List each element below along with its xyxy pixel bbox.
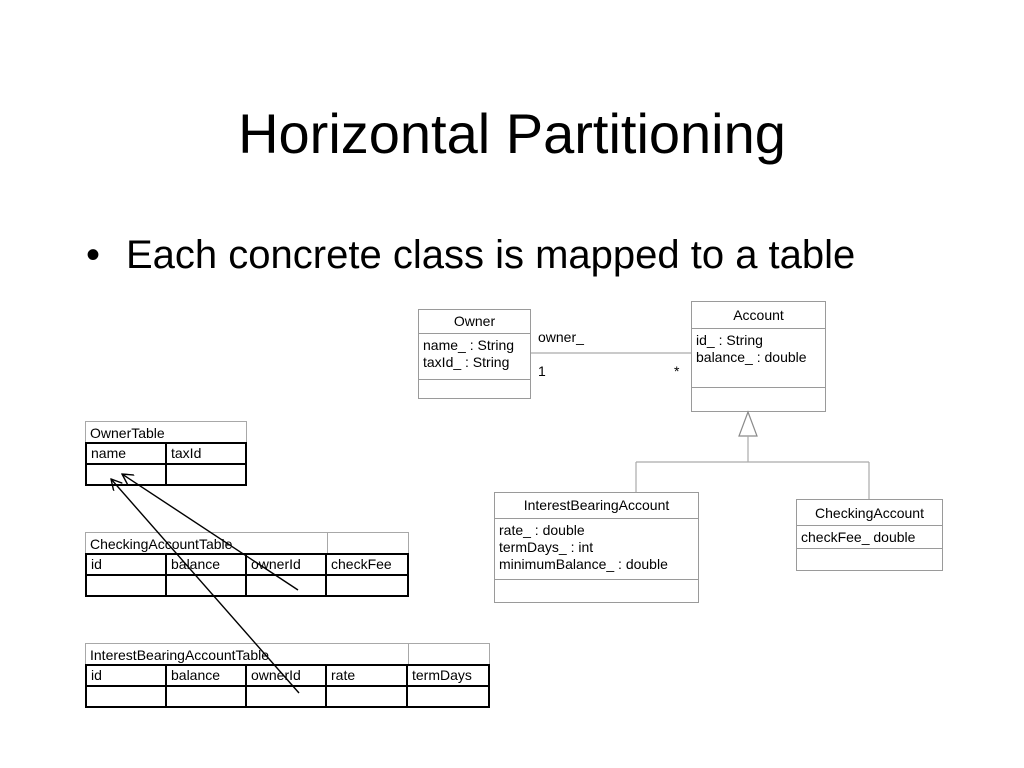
table-empty-cell	[325, 574, 409, 597]
table-column-header: balance	[165, 553, 247, 576]
table-empty-cell	[325, 685, 408, 708]
table-column-header: termDays	[406, 664, 490, 687]
table-column-header: taxId	[165, 442, 247, 465]
uml-attribute: termDays_ : int	[499, 539, 594, 555]
table-column-header: id	[85, 664, 167, 687]
bullet-text: Each concrete class is mapped to a table	[126, 233, 856, 277]
uml-attributes: name_ : String taxId_ : String	[419, 334, 530, 380]
table-empty-cell	[245, 685, 327, 708]
uml-attribute: id_ : String	[696, 332, 763, 348]
slide-title: Horizontal Partitioning	[238, 102, 786, 165]
table-empty-cell	[408, 643, 490, 665]
uml-class-name: InterestBearingAccount	[495, 493, 698, 519]
uml-attribute: rate_ : double	[499, 522, 585, 538]
uml-class-owner: Owner name_ : String taxId_ : String	[418, 309, 531, 399]
table-empty-cell	[406, 685, 490, 708]
table-column-header: id	[85, 553, 167, 576]
uml-attribute: minimumBalance_ : double	[499, 556, 668, 572]
uml-class-name: CheckingAccount	[797, 500, 942, 526]
uml-class-account: Account id_ : String balance_ : double	[691, 301, 826, 412]
table-empty-cell	[85, 685, 167, 708]
uml-class-checking-account: CheckingAccount checkFee_ double	[796, 499, 943, 571]
table-empty-cell	[85, 574, 167, 597]
uml-attribute: name_ : String	[423, 337, 515, 353]
table-empty-cell	[165, 574, 247, 597]
uml-attribute: balance_ : double	[696, 349, 807, 365]
table-column-header: balance	[165, 664, 247, 687]
table-empty-cell	[327, 532, 409, 554]
table-column-header: ownerId	[245, 664, 327, 687]
table-empty-cell	[245, 574, 327, 597]
uml-attributes: id_ : String balance_ : double	[692, 329, 825, 388]
table-name: CheckingAccountTable	[85, 532, 328, 554]
uml-class-name: Owner	[419, 310, 530, 334]
uml-attribute: checkFee_ double	[801, 529, 916, 545]
bullet-dot-icon: •	[86, 233, 101, 277]
association-multiplicity-owner: 1	[538, 363, 546, 379]
uml-class-name: Account	[692, 302, 825, 329]
table-name: InterestBearingAccountTable	[85, 643, 409, 665]
uml-attribute: taxId_ : String	[423, 354, 510, 370]
uml-attributes: rate_ : double termDays_ : int minimumBa…	[495, 519, 698, 580]
uml-class-interest-bearing-account: InterestBearingAccount rate_ : double te…	[494, 492, 699, 603]
uml-attributes: checkFee_ double	[797, 526, 942, 549]
table-empty-cell	[165, 463, 247, 486]
association-multiplicity-account: *	[674, 363, 680, 379]
table-column-header: name	[85, 442, 167, 465]
association-role-label: owner_	[538, 329, 584, 345]
generalization-triangle-icon	[738, 410, 758, 437]
table-column-header: ownerId	[245, 553, 327, 576]
table-column-header: checkFee	[325, 553, 409, 576]
table-empty-cell	[85, 463, 167, 486]
table-empty-cell	[165, 685, 247, 708]
table-name: OwnerTable	[85, 421, 247, 443]
table-column-header: rate	[325, 664, 408, 687]
